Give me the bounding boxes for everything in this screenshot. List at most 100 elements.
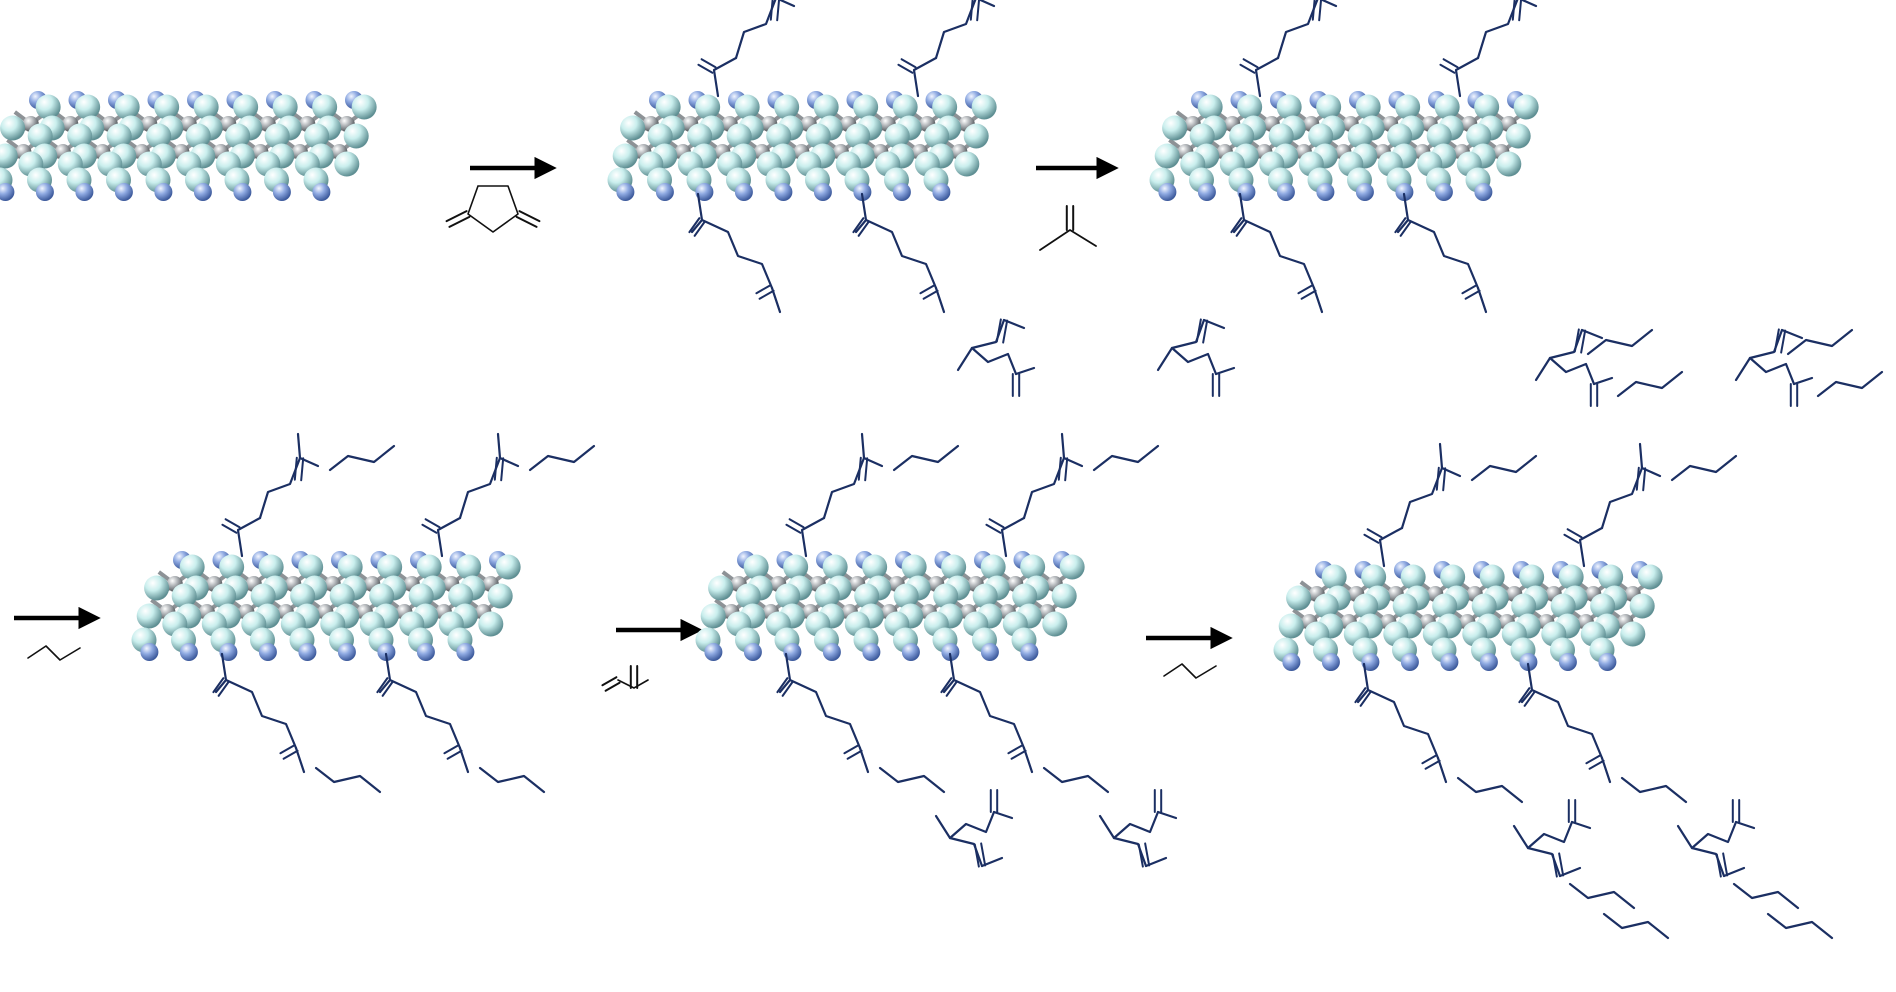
amine-atom — [179, 643, 198, 661]
propyl-chain — [1092, 444, 1160, 472]
amine-atom — [114, 183, 133, 201]
isoprene-double-bond — [1715, 852, 1729, 878]
isoprene-chain — [1690, 820, 1738, 850]
surface-atom — [343, 123, 369, 149]
surface-atom — [862, 554, 888, 580]
amine-atom — [892, 183, 911, 201]
amine-atom — [1158, 183, 1177, 201]
methyl-bond — [298, 456, 320, 468]
surface-atom — [369, 583, 395, 609]
surface-atom — [1347, 123, 1373, 149]
imine-double-bond — [852, 217, 870, 237]
propyl-chain — [1470, 454, 1538, 482]
isoprene-chain — [934, 814, 984, 868]
bond-line — [1007, 744, 1024, 755]
isoprene-chain — [970, 346, 1018, 376]
surface-atom — [146, 123, 172, 149]
surface-atom — [1440, 564, 1466, 590]
substrate-slab — [695, 551, 1085, 661]
propyl-chain — [1670, 454, 1738, 482]
isoprene-double-bond — [1137, 842, 1151, 868]
surface-atom — [250, 583, 276, 609]
bond-line — [769, 0, 774, 21]
bond-line — [697, 63, 714, 74]
surface-atom — [154, 94, 180, 120]
surface-atom — [1162, 115, 1188, 141]
terminal-double-bond — [919, 284, 939, 300]
bond-line — [1464, 289, 1481, 300]
surface-atom — [1154, 143, 1180, 169]
surface-atom — [219, 554, 245, 580]
methyl-bond — [1519, 0, 1538, 8]
propyl-chain — [528, 444, 596, 472]
bond-line — [1439, 63, 1456, 74]
surface-atom — [655, 94, 681, 120]
bond-line — [493, 456, 498, 481]
backbone-bond — [1406, 218, 1480, 290]
bond-line — [1558, 852, 1565, 877]
grafted-chain-up — [421, 432, 596, 558]
methyl-bond — [977, 0, 996, 8]
amine-atom — [1197, 183, 1216, 201]
propyl-chain — [1616, 370, 1684, 398]
isoprene-chain — [1512, 824, 1562, 878]
linker-bond — [712, 56, 738, 98]
bond-line — [1366, 528, 1383, 539]
surface-atom — [1361, 564, 1387, 590]
isoprene-double-bond — [1589, 383, 1599, 407]
surface-atom — [1637, 564, 1663, 590]
surface-atom — [487, 583, 513, 609]
amine-atom — [822, 643, 841, 661]
imine-double-bond — [1363, 528, 1383, 544]
surface-atom — [304, 123, 330, 149]
terminal-double-bond — [857, 456, 869, 482]
surface-atom — [1237, 94, 1263, 120]
propyl-chain — [878, 766, 946, 794]
amine-atom — [233, 183, 252, 201]
backbone-bond — [1242, 218, 1316, 290]
imine-double-bond — [1394, 217, 1412, 237]
linker-bond — [800, 516, 826, 558]
bond-line — [919, 284, 936, 295]
isoprene-methyl — [1722, 866, 1746, 878]
bond-line — [1202, 319, 1209, 344]
bond-line — [1580, 329, 1587, 354]
terminal-double-bond — [293, 456, 305, 482]
bond-line — [1311, 0, 1316, 21]
surface-atom — [1558, 564, 1584, 590]
surface-atom — [1286, 585, 1312, 611]
surface-atom — [258, 554, 284, 580]
terminal-double-bond — [769, 0, 781, 22]
surface-atom — [27, 123, 53, 149]
surface-atom — [774, 94, 800, 120]
imine-double-bond — [1239, 58, 1259, 74]
grafted-chain-down — [1394, 192, 1488, 314]
bond-line — [1064, 457, 1069, 482]
methyl-bond — [1638, 442, 1644, 470]
surface-atom — [853, 94, 879, 120]
terminal-double-bond — [843, 744, 863, 760]
surface-atom — [735, 583, 761, 609]
backbone-bond — [864, 218, 938, 290]
amine-atom — [1395, 183, 1414, 201]
surface-atom — [1519, 564, 1545, 590]
grafted-chain-down — [1518, 662, 1834, 940]
surface-atom — [1471, 593, 1497, 619]
amine-atom — [813, 183, 832, 201]
surface-atom — [290, 583, 316, 609]
bond-line — [1566, 528, 1583, 539]
substrate-slab — [1273, 561, 1663, 671]
bond-line — [1399, 220, 1412, 237]
methyl-bond — [458, 746, 470, 774]
bond-line — [1551, 853, 1558, 878]
bond-line — [846, 749, 863, 760]
surface-atom — [972, 583, 998, 609]
methyl-bond — [296, 432, 302, 460]
surface-atom — [1598, 564, 1624, 590]
propyl-chain — [1766, 912, 1834, 940]
bond-line — [1359, 690, 1372, 707]
amine-atom — [655, 183, 674, 201]
bond-line — [448, 215, 471, 228]
grafted-chain-up — [221, 432, 396, 558]
surface-atom — [1426, 123, 1452, 149]
